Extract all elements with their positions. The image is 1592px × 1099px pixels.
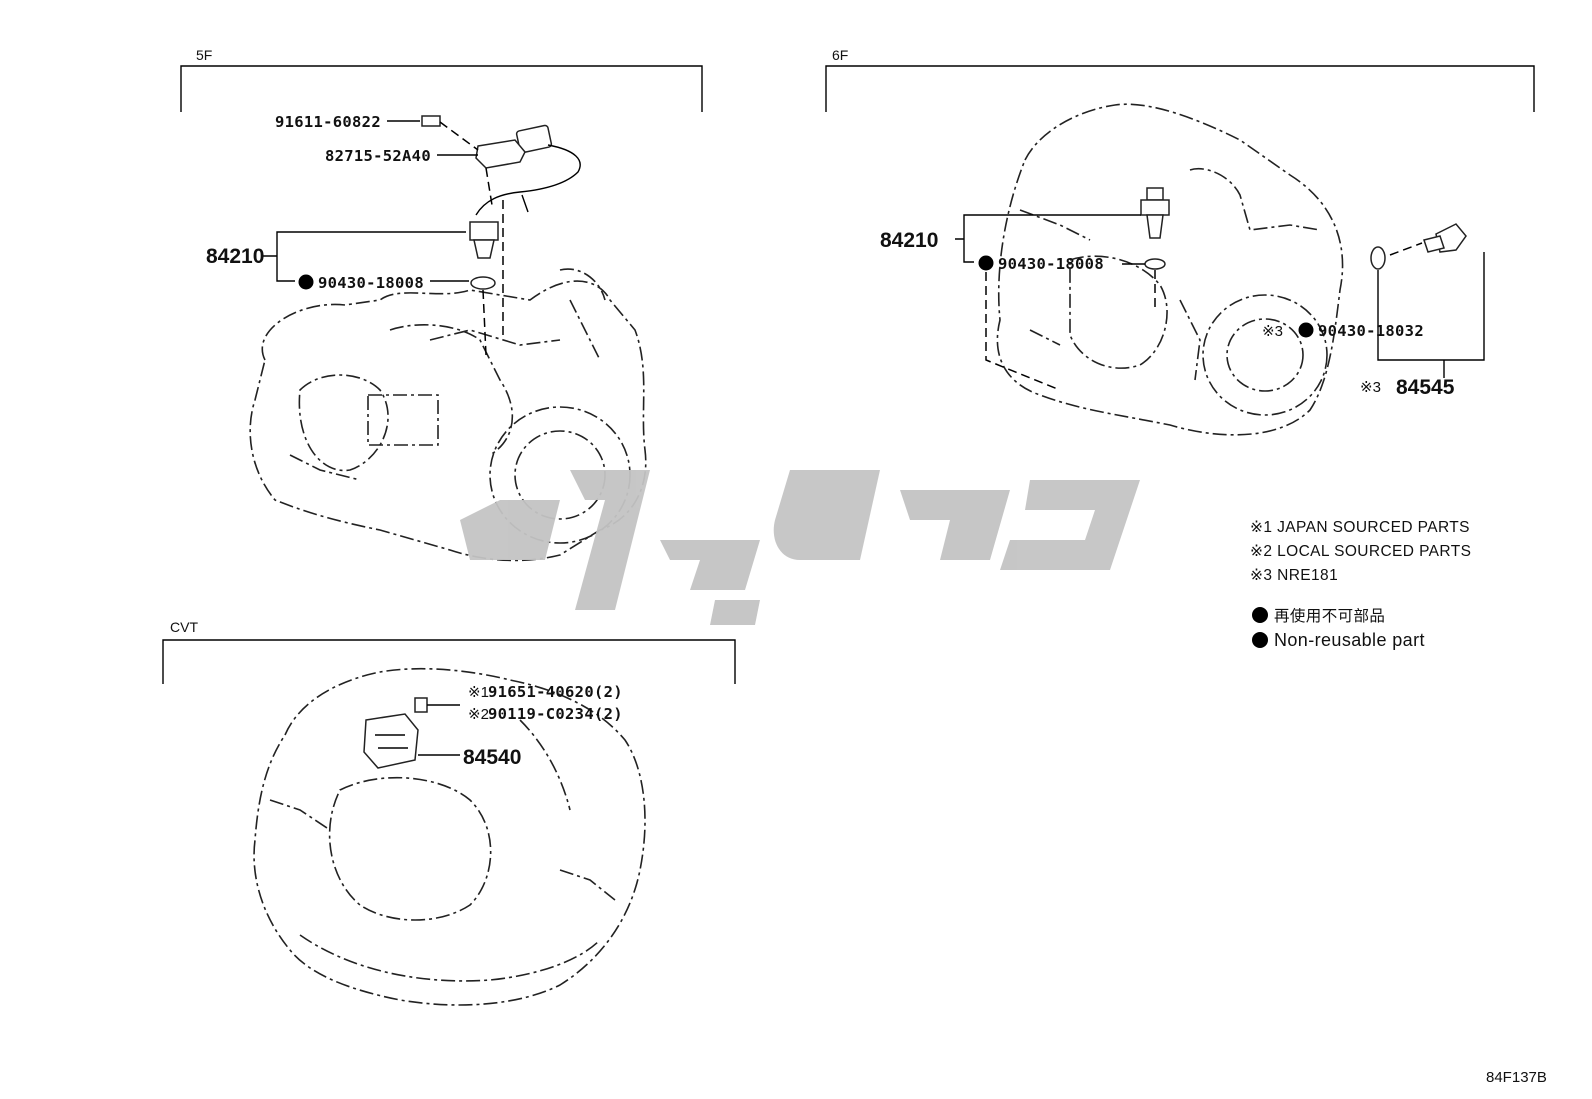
label-91611-60822: 91611-60822: [275, 113, 381, 131]
label-82715-52a40: 82715-52A40: [325, 147, 431, 165]
label-90430-18008-6f: 90430-18008: [998, 255, 1104, 273]
label-84210-6f: 84210: [880, 229, 938, 252]
switch-84210-6f-icon: [1146, 187, 1164, 201]
section-6f-title: 6F: [832, 47, 848, 63]
label-90119-c0234: 90119-C0234(2): [488, 705, 623, 723]
section-cvt: CVT ※1 91651-40620(2) ※2 90119-C0234(2) …: [162, 619, 736, 1006]
legend-note-2: ※2 LOCAL SOURCED PARTS: [1250, 543, 1471, 560]
connector-icon: [515, 124, 553, 154]
label-90430-18008-5f: 90430-18008: [318, 274, 424, 292]
label-84540: 84540: [463, 746, 521, 769]
bolt-cvt-icon: [414, 697, 428, 713]
transmission-6f-drawing: [996, 103, 1344, 436]
legend-dot-icon: [1252, 607, 1268, 623]
section-5f-title: 5F: [196, 47, 212, 63]
nonreusable-dot-icon: [298, 274, 314, 290]
transmission-5f-drawing: [249, 268, 647, 562]
label-84545: 84545: [1396, 376, 1455, 399]
legend-nonreusable-jp: 再使用不可部品: [1274, 607, 1385, 625]
mark-3-gasket: ※3: [1262, 323, 1283, 340]
nonreusable-dot-icon: [1298, 322, 1314, 338]
mark-1: ※1: [468, 684, 489, 701]
label-84210-5f: 84210: [206, 245, 264, 268]
switch-84210-icon: [469, 221, 499, 241]
label-91651-40620: 91651-40620(2): [488, 683, 623, 701]
bolt-91611-icon: [421, 115, 441, 127]
legend-note-1: ※1 JAPAN SOURCED PARTS: [1250, 519, 1470, 536]
bracket-82715-icon: [475, 139, 526, 169]
switch-harness-5f: [421, 115, 581, 290]
mark-3-switch: ※3: [1360, 379, 1381, 396]
sensor-cvt: [363, 697, 428, 769]
gasket-90430-18008-6f-icon: [1144, 258, 1166, 270]
transmission-cvt-drawing: [253, 667, 646, 1006]
switch-6f-left: [1140, 187, 1170, 310]
watermark-logo: [460, 470, 1140, 625]
section-5f-bracket: [180, 65, 703, 112]
section-cvt-bracket: [162, 639, 736, 684]
legend-note-3: ※3 NRE181: [1250, 567, 1338, 584]
gasket-90430-icon: [470, 276, 496, 290]
label-90430-18032: 90430-18032: [1318, 322, 1424, 340]
nonreusable-dot-icon: [978, 255, 994, 271]
switch-6f-right: [1370, 223, 1467, 270]
legend-dot-icon: [1252, 632, 1268, 648]
gasket-90430-18032-icon: [1370, 246, 1386, 270]
legend-nonreusable-en: Non-reusable part: [1274, 630, 1425, 650]
section-6f: 6F: [825, 47, 1535, 436]
section-cvt-title: CVT: [170, 619, 198, 635]
section-6f-bracket: [825, 65, 1535, 112]
sensor-84540-icon: [363, 713, 419, 769]
figure-reference: 84F137B: [1486, 1069, 1547, 1086]
mark-2: ※2: [468, 706, 489, 723]
legend: ※1 JAPAN SOURCED PARTS ※2 LOCAL SOURCED …: [1250, 519, 1471, 650]
